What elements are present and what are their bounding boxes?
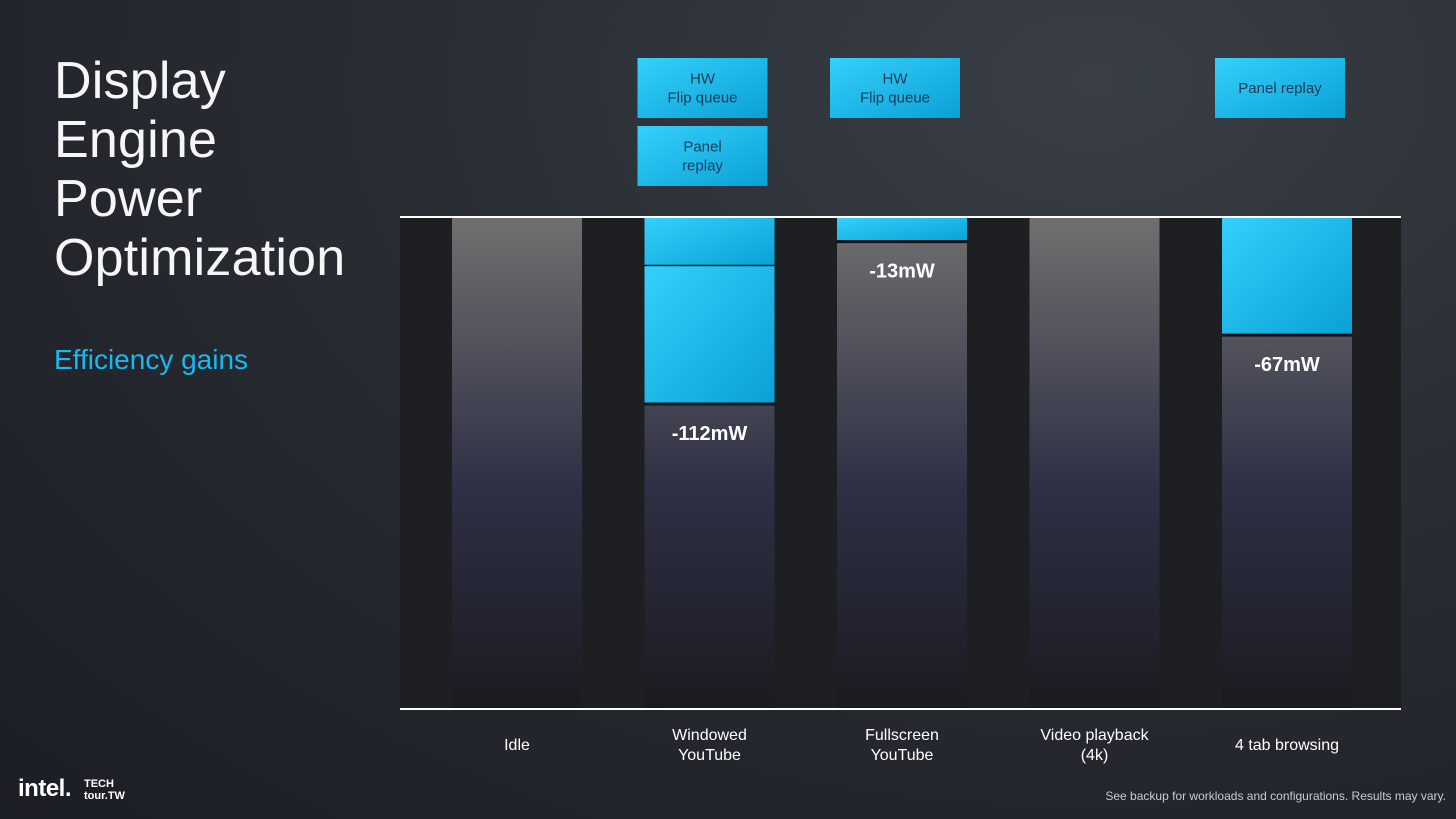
savings-value-label-1: -112mW xyxy=(672,423,748,445)
category-label-3: Video playback(4k) xyxy=(1040,727,1149,764)
bar-0 xyxy=(452,217,582,709)
tech-tour-logo: TECH tour.TW xyxy=(84,778,125,802)
bar-2 xyxy=(837,217,967,709)
category-label-0: Idle xyxy=(504,737,530,754)
savings-value-label-2: -13mW xyxy=(869,261,935,283)
technique-label-4-0: Panel replay xyxy=(1238,80,1322,97)
savings-segment-4-0 xyxy=(1222,217,1352,336)
technique-box-2-0 xyxy=(830,58,960,118)
slide-title: Display Engine Power Optimization xyxy=(54,52,346,287)
savings-segment-1-0 xyxy=(644,217,775,267)
category-label-4: 4 tab browsing xyxy=(1235,737,1339,754)
technique-box-1-0 xyxy=(637,58,768,118)
savings-segment-2-0 xyxy=(837,217,967,242)
technique-box-4-0 xyxy=(1215,58,1345,118)
slide-subtitle: Efficiency gains xyxy=(54,344,249,375)
intel-logo: intel. xyxy=(18,775,72,802)
savings-value-label-4: -67mW xyxy=(1254,354,1320,376)
footnote: See backup for workloads and configurati… xyxy=(1105,789,1446,803)
bar-3 xyxy=(1029,217,1160,709)
technique-box-1-1 xyxy=(637,126,768,186)
savings-segment-1-1 xyxy=(644,266,775,404)
